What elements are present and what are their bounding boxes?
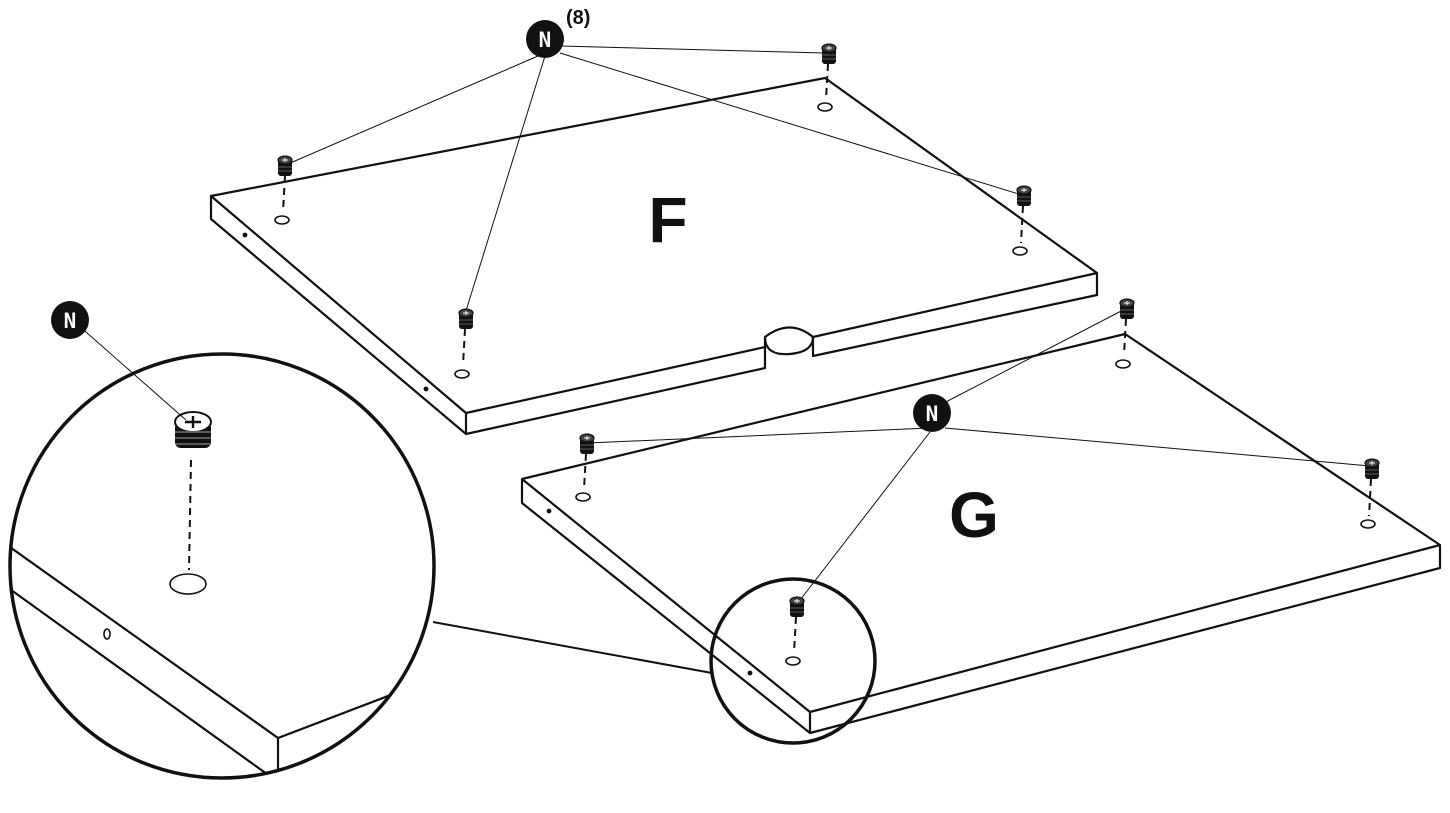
badge-letter: N (64, 309, 77, 333)
cam-lock-icon (579, 433, 595, 455)
black-circle-badge (526, 20, 564, 58)
part-badge-n-g: N (913, 394, 951, 432)
panel-f (209, 76, 1099, 436)
cam-locks-g (575, 298, 1380, 666)
part-quantity: (8) (566, 7, 590, 29)
part-badge-n-detail: N (51, 301, 89, 339)
cam-lock-icon (1364, 458, 1380, 480)
panel-label-g: G (949, 479, 999, 551)
black-circle-badge (913, 394, 951, 432)
badge-letter: N (539, 28, 552, 52)
cam-lock-icon (1016, 185, 1032, 207)
detail-source-circle (709, 577, 877, 745)
cam-lock-icon (174, 411, 212, 448)
cam-lock-icon (1119, 298, 1135, 320)
badge-letter: N (926, 402, 939, 426)
leader-lines-g (587, 307, 1371, 605)
detail-panel-edge (10, 411, 431, 778)
cam-lock-icon (789, 596, 805, 618)
cam-lock-icon (458, 308, 474, 330)
cam-lock-icon (277, 155, 293, 177)
leader-lines-f (287, 45, 1023, 315)
detail-zoom-circle (8, 352, 436, 780)
cam-lock-icon (821, 43, 837, 65)
panel-label-f: F (648, 184, 687, 256)
cam-locks-f (274, 43, 1032, 379)
part-badge-n-main: N (8) (526, 7, 590, 58)
black-circle-badge (51, 301, 89, 339)
